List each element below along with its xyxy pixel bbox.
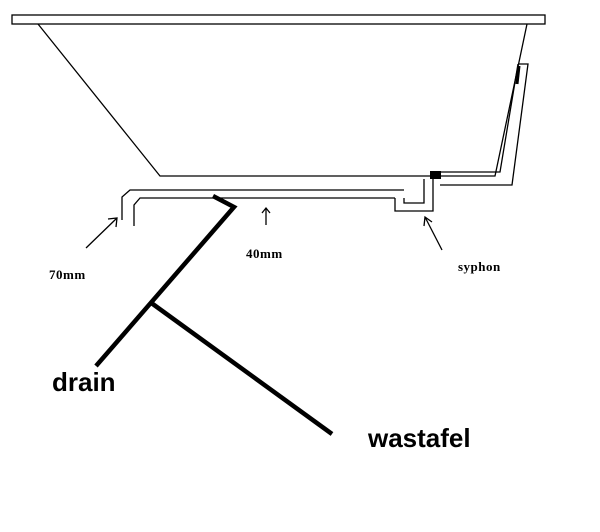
syphon-outer bbox=[394, 179, 434, 212]
pipe-40mm-top bbox=[121, 189, 404, 220]
arrow-40mm bbox=[261, 206, 271, 225]
label-wastafel: wastafel bbox=[367, 423, 471, 453]
label-70mm: 70mm bbox=[49, 267, 86, 282]
label-drain: drain bbox=[52, 367, 116, 397]
drain-outlet-block bbox=[430, 171, 441, 179]
wastafel-pointer-line bbox=[148, 300, 334, 436]
overflow-channel-outer bbox=[440, 63, 529, 186]
sink-rim bbox=[11, 14, 546, 25]
label-40mm: 40mm bbox=[246, 246, 283, 261]
sink-basin bbox=[37, 23, 528, 177]
arrow-syphon bbox=[423, 215, 443, 251]
label-syphon: syphon bbox=[458, 259, 501, 274]
overflow-channel-inner bbox=[440, 63, 519, 173]
pipe-40mm-bottom bbox=[133, 197, 395, 226]
overflow-top-marker bbox=[515, 65, 521, 85]
drain-pointer-line bbox=[94, 194, 238, 368]
syphon-inner bbox=[403, 179, 425, 204]
arrow-70mm bbox=[85, 217, 118, 249]
